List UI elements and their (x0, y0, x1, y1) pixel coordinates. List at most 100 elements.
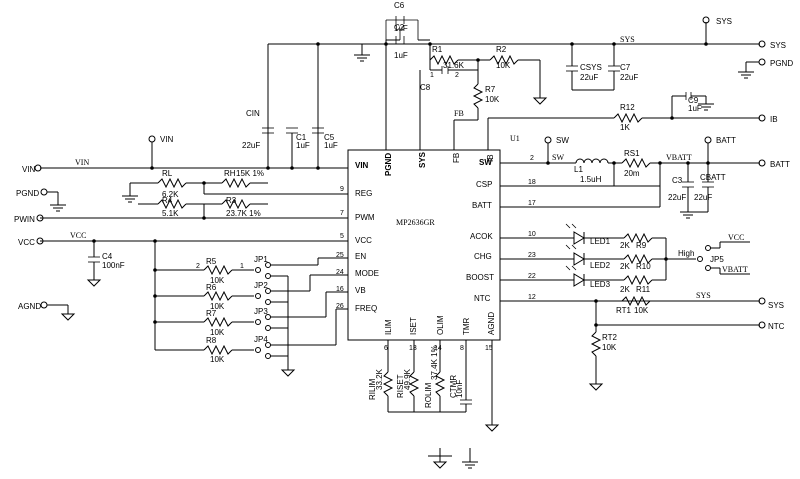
pnum-csp: 18 (528, 179, 536, 186)
c4-ref: C4 (102, 252, 113, 261)
jp5[interactable] (697, 241, 751, 275)
c3-value: 22uF (668, 193, 686, 202)
jp4[interactable] (255, 309, 337, 359)
port-batt-right: BATT (770, 160, 790, 169)
pin-freq: FREQ (355, 304, 377, 313)
r11-value: 2K (620, 285, 630, 294)
pin-sw: SW (479, 158, 492, 167)
net-sys-ntc: SYS (696, 291, 711, 300)
c9-value: 1uF (688, 104, 702, 113)
ib-port[interactable] (758, 114, 766, 122)
rilim-value: 33.2K (375, 368, 384, 390)
svg-text:1: 1 (430, 72, 434, 79)
top-section: C6 1uF C2 1uF SYS SYS SYS PGND (267, 1, 793, 168)
pin-wires (40, 40, 760, 425)
c1-ref: C1 (296, 133, 307, 142)
cin-value: 22uF (242, 141, 260, 150)
port-batt-top: BATT (716, 136, 736, 145)
jp5-ref: JP5 (710, 255, 724, 264)
c6-value: 1uF (394, 24, 408, 33)
rolim-value: 37.4K 1% (430, 345, 439, 380)
port-sys-ntc: SYS (768, 301, 784, 310)
net-sw: SW (552, 153, 564, 162)
rs1-ref: RS1 (624, 149, 640, 158)
right-section: SW SW L1 1.5uH RS1 20m VBATT BATT BATT (544, 136, 790, 391)
batt-top-port[interactable] (704, 136, 712, 144)
pin-tmr: TMR (462, 317, 471, 335)
pin-chg: CHG (474, 252, 492, 261)
net-vbatt: VBATT (666, 153, 692, 162)
batt-right-port[interactable] (758, 159, 766, 167)
r3-ref: R3 (226, 196, 237, 205)
pwin-port[interactable] (36, 214, 44, 222)
jp1[interactable] (255, 258, 319, 279)
pin-vcc: VCC (355, 236, 372, 245)
led3-ref: LED3 (590, 280, 611, 289)
net-high: High (678, 249, 694, 258)
pin-pwm: PWM (355, 213, 375, 222)
sys-right-port[interactable] (758, 40, 766, 48)
pnum-vb: 16 (336, 286, 344, 293)
jp2[interactable] (255, 275, 311, 305)
sw-port[interactable] (544, 136, 552, 144)
pin-en: EN (355, 252, 366, 261)
r4-ref: R4 (162, 196, 173, 205)
cbatt-value: 22uF (694, 193, 712, 202)
sys-ntc-port[interactable] (758, 297, 766, 305)
vin-port[interactable] (34, 164, 42, 172)
rl-ref: RL (162, 169, 173, 178)
vcc-port[interactable] (36, 237, 44, 245)
pnum-reg: 9 (340, 186, 344, 193)
r8-value: 10K (210, 355, 225, 364)
svg-text:2: 2 (455, 72, 459, 79)
c8-ref: C8 (420, 83, 431, 92)
r5-ref: R5 (206, 257, 217, 266)
led2-ref: LED2 (590, 261, 611, 270)
port-vin-top: VIN (160, 135, 174, 144)
pnum-agnd: 15 (485, 345, 493, 352)
r5-pin-right: 1 (240, 263, 244, 270)
r10-ref: R10 (636, 262, 651, 271)
sys-top-port[interactable] (702, 16, 710, 24)
port-sw: SW (556, 136, 569, 145)
r7b-value: 10K (210, 328, 225, 337)
c6-ref: C6 (394, 1, 405, 10)
jp3[interactable] (255, 292, 327, 331)
r5-pin-left: 2 (196, 263, 200, 270)
pin-mode: MODE (355, 269, 379, 278)
r11-ref: R11 (636, 285, 651, 294)
pnum-batt: 17 (528, 200, 536, 207)
rl-value: 6.2K (162, 190, 179, 199)
ctmr-ref: CTMR (449, 375, 458, 398)
pnum-ntc: 12 (528, 294, 536, 301)
jp2-ref: JP2 (254, 281, 268, 290)
jp1-ref: JP1 (254, 255, 268, 264)
c1-value: 1uF (296, 141, 310, 150)
pgnd-port[interactable] (40, 188, 48, 196)
ntc-port[interactable] (758, 321, 766, 329)
r2-value: 10K (496, 61, 511, 70)
pnum-tmr: 8 (460, 345, 464, 352)
port-ntc: NTC (768, 322, 785, 331)
c9-ref: C9 (688, 96, 699, 105)
rh-value: 15K 1% (236, 169, 264, 178)
rt1-ref: RT1 (616, 306, 632, 315)
pgnd-right-port[interactable] (758, 58, 766, 66)
c2-value: 1uF (394, 51, 408, 60)
ic-part: MP2636GR (396, 218, 435, 227)
pnum-sw: 2 (530, 155, 534, 162)
r1-ref: R1 (432, 45, 443, 54)
port-pgnd: PGND (16, 189, 39, 198)
vin-top-port[interactable] (148, 135, 156, 143)
csys-value: 22uF (580, 73, 598, 82)
r6-value: 10K (210, 302, 225, 311)
port-ib: IB (770, 115, 778, 124)
net-fb: FB (454, 109, 464, 118)
r5-value: 10K (210, 276, 225, 285)
pin-olim: OLIM (436, 315, 445, 335)
r7-value: 10K (485, 95, 500, 104)
agnd-port[interactable] (40, 301, 48, 309)
cbatt-ref: CBATT (700, 173, 726, 182)
port-sys-top: SYS (716, 17, 732, 26)
port-pwin: PWIN (14, 215, 35, 224)
